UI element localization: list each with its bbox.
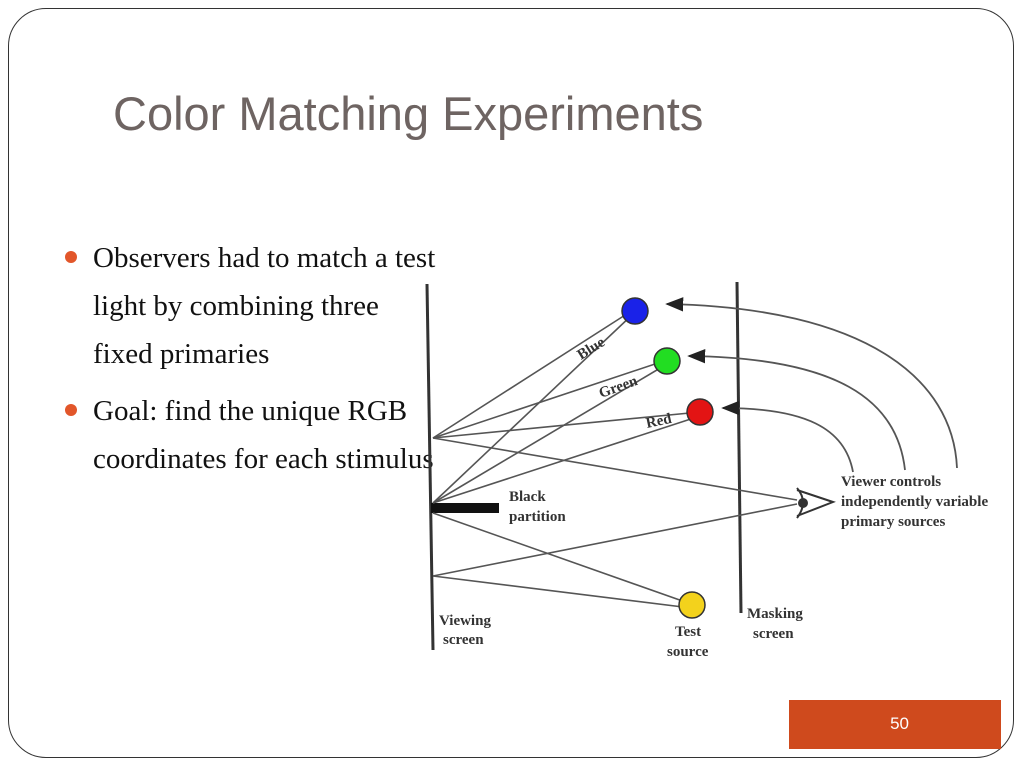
viewer-controls-label-1: Viewer controls <box>841 474 941 490</box>
black-partition-label-2: partition <box>509 509 566 525</box>
viewing-screen-label-1: Viewing <box>439 613 491 629</box>
viewer-sight-lines <box>432 437 798 577</box>
red-label: Red <box>645 411 674 432</box>
test-source-light <box>678 591 706 619</box>
bullet-list: Observers had to match a test light by c… <box>62 234 442 492</box>
slide-frame <box>8 8 1014 758</box>
black-partition-label-1: Black <box>509 489 546 505</box>
viewer-controls-label-3: primary sources <box>841 514 945 530</box>
red-primary-light <box>686 398 714 426</box>
test-rays <box>432 512 692 609</box>
masking-screen-label-1: Masking <box>747 606 803 622</box>
black-partition-bar <box>431 503 499 513</box>
eye-icon <box>796 487 836 519</box>
slide-title: Color Matching Experiments <box>113 87 704 140</box>
bullet-item: Observers had to match a test light by c… <box>62 234 442 378</box>
test-source-label-2: source <box>667 644 709 660</box>
bullet-text: Goal: find the unique RGB coordinates fo… <box>93 395 434 475</box>
bullet-text: Observers had to match a test light by c… <box>93 242 436 370</box>
color-matching-diagram: Blue Green Red Black partition Viewer co… <box>425 281 988 660</box>
bullet-dot-icon <box>65 251 77 263</box>
viewing-screen-label-2: screen <box>443 632 484 648</box>
blue-primary-light <box>621 297 649 325</box>
test-source-label-1: Test <box>675 624 701 640</box>
green-primary-light <box>653 347 681 375</box>
viewer-controls-label-2: independently variable <box>841 494 988 510</box>
control-arcs <box>665 297 958 473</box>
masking-screen-label-2: screen <box>753 626 794 642</box>
masking-screen-line <box>735 281 743 614</box>
bullet-item: Goal: find the unique RGB coordinates fo… <box>62 387 442 483</box>
bullet-dot-icon <box>65 404 77 416</box>
viewing-screen-line <box>425 283 435 651</box>
page-number: 50 <box>890 714 909 733</box>
primary-rays <box>432 309 701 504</box>
green-label: Green <box>597 373 640 402</box>
blue-label: Blue <box>575 334 609 363</box>
page-number-badge: 50 <box>789 700 1001 749</box>
